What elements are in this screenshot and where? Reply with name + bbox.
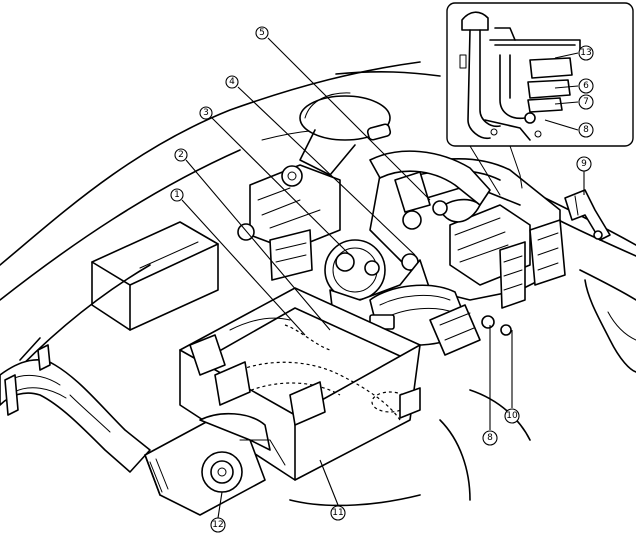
svg-text:10: 10: [506, 411, 518, 421]
svg-text:2: 2: [178, 150, 184, 160]
callout-3: 3: [199, 106, 213, 120]
svg-text:8: 8: [487, 433, 493, 443]
svg-text:4: 4: [229, 77, 235, 87]
svg-text:6: 6: [583, 81, 589, 91]
svg-text:7: 7: [583, 97, 589, 107]
svg-text:12: 12: [212, 520, 223, 530]
svg-text:13: 13: [580, 48, 591, 58]
callout-5: 5: [255, 26, 269, 40]
callout-6: 6: [578, 78, 594, 94]
callout-8-main: 8: [482, 430, 498, 446]
callout-2: 2: [174, 148, 188, 162]
callout-1: 1: [170, 188, 184, 202]
bracket: [564, 189, 611, 241]
svg-text:9: 9: [581, 159, 587, 169]
svg-text:8: 8: [583, 125, 589, 135]
battery-box: [91, 221, 219, 331]
callout-11: 11: [330, 505, 346, 521]
resonator-housing: [144, 412, 286, 516]
intake-hose-top: [369, 150, 491, 230]
callout-7: 7: [578, 94, 594, 110]
inset-detail: [446, 2, 634, 196]
throttle-cluster: [237, 164, 341, 281]
leader-lines: [181, 37, 585, 519]
svg-text:5: 5: [259, 28, 265, 38]
callout-4: 4: [225, 75, 239, 89]
callout-8-inset: 8: [578, 122, 594, 138]
callout-12: 12: [210, 517, 226, 533]
svg-text:1: 1: [174, 190, 180, 200]
callout-9: 9: [576, 156, 592, 172]
svg-text:11: 11: [332, 508, 343, 518]
callout-10: 10: [504, 408, 520, 424]
intake-duct: [0, 344, 151, 473]
callout-13: 13: [578, 45, 594, 61]
svg-text:3: 3: [203, 108, 209, 118]
brake-booster: [299, 92, 392, 176]
